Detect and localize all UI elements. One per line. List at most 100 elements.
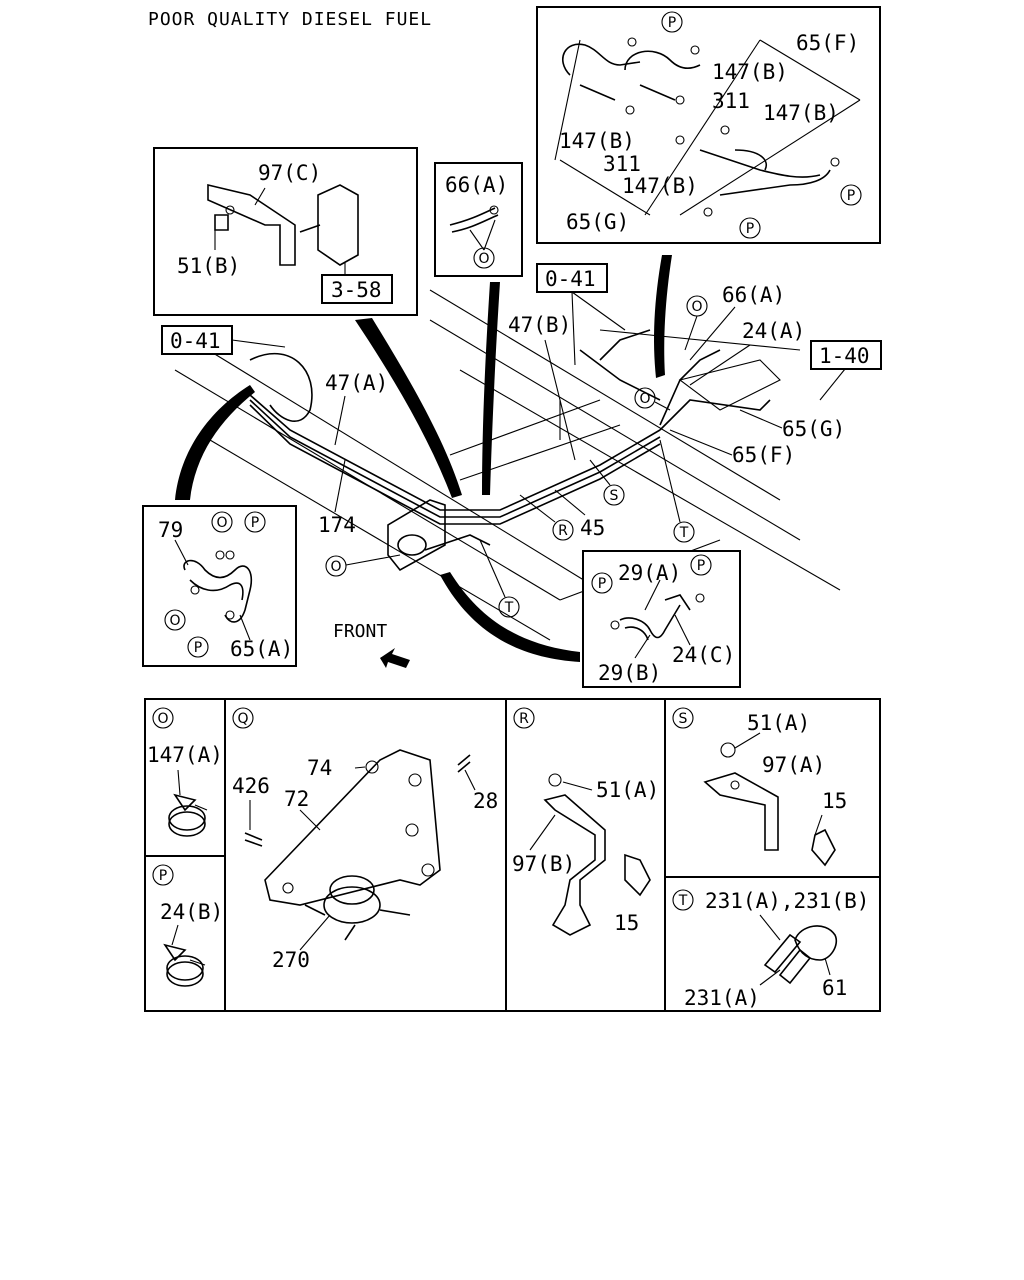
- ref-box-0-41-right: [536, 263, 608, 293]
- svg-text:O: O: [691, 299, 702, 315]
- ref-box-3-58: [321, 274, 393, 304]
- detail-T: T 231(A),231(B) 231(A) 61: [672, 889, 869, 1010]
- label-24A: 24(A): [742, 319, 805, 343]
- inset-left: [142, 505, 297, 667]
- label-147A: 147(A): [147, 743, 223, 767]
- inset-left-circles: O P O P: [164, 511, 266, 658]
- svg-text:R: R: [558, 523, 568, 539]
- label-231A: 231(A): [684, 986, 760, 1010]
- svg-text:O: O: [330, 559, 341, 575]
- detail-Q: Q 74 426 72 28 270: [232, 707, 498, 972]
- svg-text:P: P: [668, 15, 676, 31]
- label-147B-3: 147(B): [559, 129, 635, 153]
- detail-S: S 51(A) 97(A) 15: [672, 707, 847, 867]
- svg-text:T: T: [504, 600, 514, 616]
- svg-text:S: S: [679, 711, 688, 727]
- label-61: 61: [822, 976, 847, 1000]
- label-174: 174: [318, 513, 356, 537]
- inset-left-parts: [174, 539, 253, 641]
- svg-text:O: O: [157, 711, 168, 727]
- svg-text:P: P: [251, 515, 259, 531]
- svg-text:O: O: [169, 613, 180, 629]
- ref-box-1-40: [810, 340, 882, 370]
- inset-clamp-parts: [449, 205, 499, 251]
- ref-0-41-left: 0-41: [170, 329, 221, 353]
- label-51B: 51(B): [177, 254, 240, 278]
- label-426: 426: [232, 774, 270, 798]
- label-51A-R: 51(A): [596, 778, 659, 802]
- label-47B: 47(B): [508, 313, 571, 337]
- inset-clamp: [434, 162, 523, 277]
- inset-top-right: [536, 6, 881, 244]
- label-66A-inset: 66(A): [445, 173, 508, 197]
- svg-text:P: P: [746, 221, 754, 237]
- circle-O: [473, 247, 495, 269]
- inset-top-right-parts: [554, 37, 861, 217]
- label-65F-inset: 65(F): [796, 31, 859, 55]
- sedimenter-assembly: [387, 499, 491, 572]
- label-311-2: 311: [603, 152, 641, 176]
- label-74: 74: [307, 756, 332, 780]
- pointer-arc-clamp: [482, 282, 500, 495]
- label-45: 45: [580, 516, 605, 540]
- pointer-arc-top-right: [654, 255, 672, 378]
- diagram-title: POOR QUALITY DIESEL FUEL: [148, 9, 432, 30]
- ref-3-58: 3-58: [331, 278, 382, 302]
- ref-1-40: 1-40: [819, 344, 870, 368]
- label-72: 72: [284, 787, 309, 811]
- inset-right-circles: P P: [591, 554, 712, 594]
- label-147B-4: 147(B): [622, 174, 698, 198]
- inset-top-right-circles: P P P: [661, 11, 862, 239]
- svg-text:P: P: [847, 188, 855, 204]
- label-65G-inset: 65(G): [566, 210, 629, 234]
- front-arrow-icon: [380, 648, 410, 668]
- label-270: 270: [272, 948, 310, 972]
- svg-text:T: T: [678, 893, 688, 909]
- ref-0-41-right: 0-41: [545, 267, 596, 291]
- label-97B: 97(B): [512, 852, 575, 876]
- svg-text:Q: Q: [237, 711, 248, 727]
- fuel-lines-main: [249, 329, 771, 525]
- label-147B-2: 147(B): [763, 101, 839, 125]
- label-79: 79: [158, 518, 183, 542]
- svg-text:P: P: [159, 868, 167, 884]
- inset-right: [582, 550, 741, 688]
- inset-bracket-parts: [207, 183, 359, 275]
- svg-text:O: O: [639, 391, 650, 407]
- detail-P: P 24(B): [152, 864, 223, 987]
- label-97A: 97(A): [762, 753, 825, 777]
- label-51A-S: 51(A): [747, 711, 810, 735]
- label-147B-1: 147(B): [712, 60, 788, 84]
- detail-R: R 51(A) 97(B) 15: [512, 707, 659, 936]
- main-circles: O O S R T O T: [325, 295, 708, 618]
- label-97C: 97(C): [258, 161, 321, 185]
- inset-right-parts: [610, 579, 705, 659]
- label-231A-231B: 231(A),231(B): [705, 889, 869, 913]
- label-65A: 65(A): [230, 637, 293, 661]
- label-29A: 29(A): [618, 561, 681, 585]
- pointer-arc-left: [175, 385, 255, 500]
- label-15-S: 15: [822, 789, 847, 813]
- label-24C: 24(C): [672, 643, 735, 667]
- detail-table: [144, 698, 881, 1012]
- label-28: 28: [473, 789, 498, 813]
- label-47A: 47(A): [325, 371, 388, 395]
- label-65F-main: 65(F): [732, 443, 795, 467]
- svg-text:P: P: [194, 640, 202, 656]
- svg-text:O: O: [478, 251, 489, 267]
- label-65G-main: 65(G): [782, 417, 845, 441]
- pointer-arc-bracket: [355, 318, 462, 498]
- front-label: FRONT: [333, 621, 387, 642]
- label-66A-main: 66(A): [722, 283, 785, 307]
- label-24B: 24(B): [160, 900, 223, 924]
- svg-text:S: S: [610, 488, 619, 504]
- detail-O: O 147(A): [147, 707, 223, 837]
- ref-box-0-41-left: [161, 325, 233, 355]
- label-311-1: 311: [712, 89, 750, 113]
- svg-text:P: P: [598, 576, 606, 592]
- svg-text:P: P: [697, 558, 705, 574]
- svg-text:O: O: [216, 515, 227, 531]
- label-29B: 29(B): [598, 661, 661, 685]
- pointer-arc-right: [440, 572, 580, 662]
